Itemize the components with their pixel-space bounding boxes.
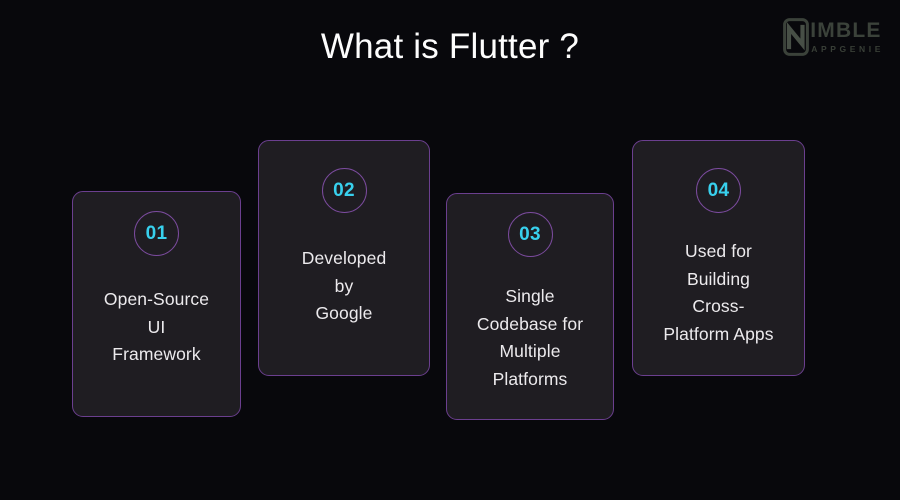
logo-wordmark: IMBLE APPGENIE xyxy=(810,20,884,54)
logo-name: IMBLE xyxy=(810,19,882,43)
brand-logo: IMBLE APPGENIE xyxy=(783,18,884,56)
card-number-badge: 03 xyxy=(507,212,553,257)
card-number-badge: 02 xyxy=(321,168,367,213)
card-number-badge: 04 xyxy=(696,168,741,213)
page-title: What is Flutter ? xyxy=(320,27,580,66)
nimble-phone-n-icon xyxy=(783,18,810,56)
logo-tagline: APPGENIE xyxy=(811,44,884,55)
card-number-badge: 01 xyxy=(134,211,179,256)
